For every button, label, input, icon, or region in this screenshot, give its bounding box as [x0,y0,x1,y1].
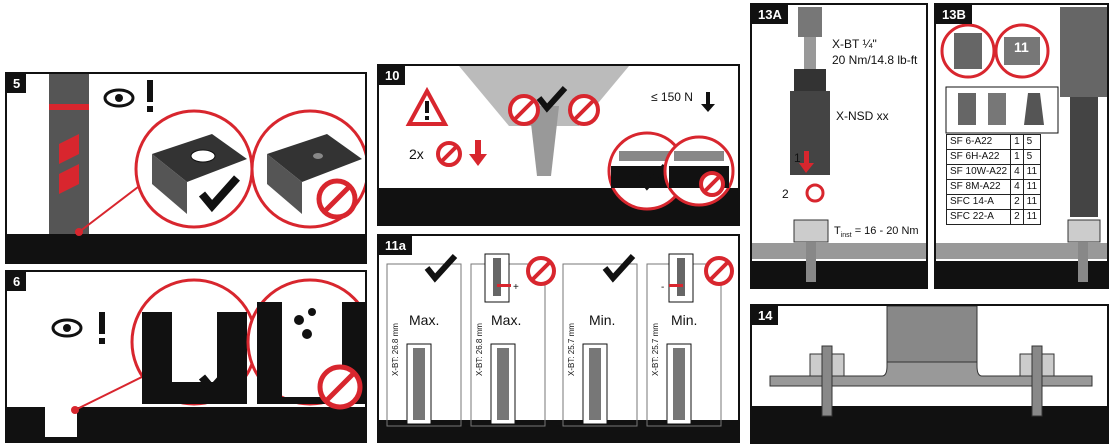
step-number: 5 [7,74,27,93]
step-6-illustration [7,278,365,441]
install-torque-label: Tinst = 16 - 20 Nm [834,225,919,240]
minus-label: - [661,282,665,293]
step-13b-illustration [936,7,1107,287]
step-number: 14 [752,306,779,325]
col-1-gauge: X-BT: 26.8 mm [391,323,400,376]
step-number: 13B [936,5,972,24]
col-3-label: Min. [589,312,616,328]
col-4-gauge: X-BT: 25.7 mm [651,323,660,376]
step-5-illustration [7,74,365,262]
step-13a-panel: 13A X-BT ¼" 20 Nm/14.8 lb-ft X-NSD xx 1 … [750,3,928,289]
step-1-label: 1 [794,151,801,165]
step-5-panel: 5 [5,72,367,264]
socket-label: X-NSD xx [836,109,889,123]
plus-label: + [513,282,519,293]
col-3-gauge: X-BT: 25.7 mm [567,323,576,376]
step-14-illustration [752,306,1107,442]
step-number: 13A [752,5,788,24]
step-number: 10 [379,66,406,85]
step-14-panel: 14 [750,304,1109,444]
bit-label: X-BT ¼" [832,37,877,51]
col-2-gauge: X-BT: 26.8 mm [475,323,484,376]
step-13a-illustration [752,7,926,287]
step-10-illustration [379,66,738,224]
dial-value: 11 [1014,39,1029,55]
torque-label: 20 Nm/14.8 lb-ft [832,53,918,67]
step-number: 6 [7,272,27,291]
step-11a-panel: 11a + - Max. Max. Min. Min. X-BT: 26.8 m… [377,234,740,443]
col-1-label: Max. [409,312,440,328]
step-2-label: 2 [782,187,789,201]
col-4-label: Min. [671,312,698,328]
force-limit-label: ≤ 150 N [651,90,693,104]
repeat-count-label: 2x [409,146,424,162]
step-11a-illustration [379,253,738,441]
step-10-panel: 10 ≤ 150 N 2x [377,64,740,226]
col-2-label: Max. [491,312,522,328]
step-number: 11a [379,236,412,255]
step-6-panel: 6 [5,270,367,443]
